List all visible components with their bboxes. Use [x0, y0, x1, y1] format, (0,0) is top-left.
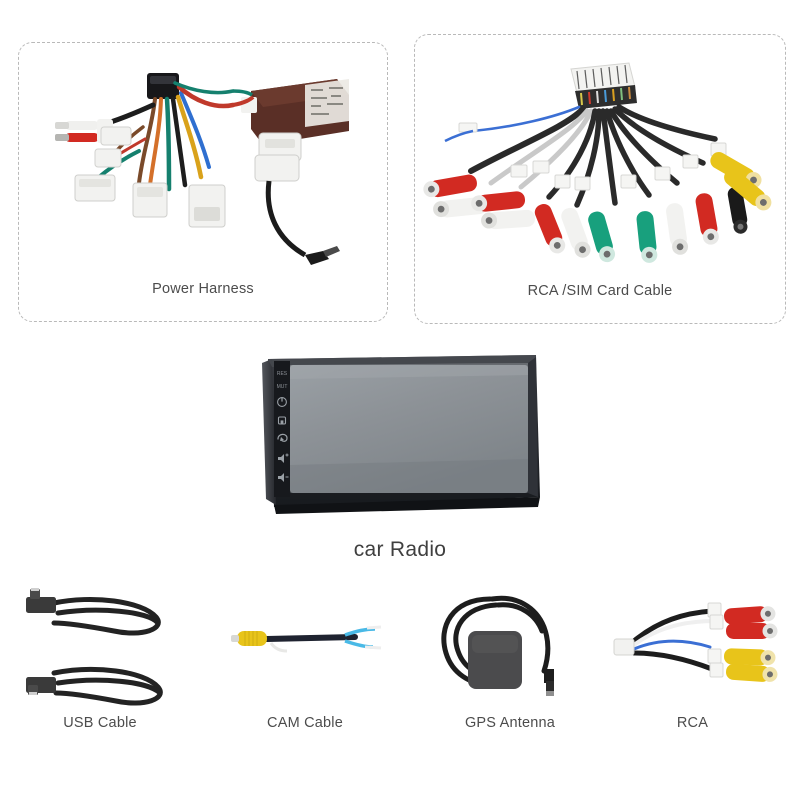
panel-power-harness-label: Power Harness — [152, 281, 254, 297]
accessory-cam-cable: CAM Cable — [215, 565, 395, 755]
rca-cable-icon — [613, 602, 778, 682]
aux-jack-branch — [254, 132, 340, 265]
yellow-rca-plug — [231, 631, 267, 646]
car-head-unit-icon: RES MUT — [252, 347, 548, 519]
home-button[interactable] — [277, 416, 287, 425]
panel-rca-sim-card-cable: RCA /SIM Card Cable — [414, 34, 786, 324]
wiring-harness-icon — [55, 73, 349, 265]
back-button[interactable] — [277, 433, 288, 442]
accessory-gps-antenna-label: GPS Antenna — [464, 715, 556, 731]
usb-cable-icon — [26, 588, 163, 706]
accessory-cam-cable-label: CAM Cable — [267, 715, 343, 731]
panel-rca-sim-card-cable-label: RCA /SIM Card Cable — [527, 283, 673, 299]
accessory-usb-cable-label: USB Cable — [63, 715, 137, 731]
radio-button-column: RES MUT — [277, 371, 288, 390]
mute-button[interactable]: MUT — [277, 384, 288, 390]
rca-connectors — [423, 152, 772, 263]
cam-wire-ends — [344, 625, 382, 650]
white-connectors — [74, 126, 226, 228]
accessory-usb-cable: USB Cable — [10, 565, 190, 755]
module-box — [241, 79, 349, 145]
accessory-rca-label: RCA — [676, 715, 709, 731]
rca-fanout-cable-icon — [423, 62, 772, 263]
panel-power-harness: Power Harness — [18, 42, 388, 322]
multipin-connector — [570, 62, 637, 109]
rca-female-connectors — [723, 606, 778, 682]
volume-up-button[interactable] — [278, 453, 289, 464]
volume-down-button[interactable] — [278, 473, 289, 482]
car-radio-label: car Radio — [353, 538, 447, 561]
usb-connector-bottom — [26, 677, 56, 695]
usb-connector-top — [26, 588, 56, 613]
gps-antenna-icon — [441, 595, 554, 696]
accessory-gps-antenna: GPS Antenna — [420, 565, 600, 755]
right-angle-connector — [544, 669, 554, 696]
camera-cable-icon — [231, 625, 382, 653]
power-button[interactable] — [277, 397, 287, 407]
reset-button[interactable]: RES — [277, 371, 288, 377]
accessory-rca: RCA — [600, 565, 785, 755]
